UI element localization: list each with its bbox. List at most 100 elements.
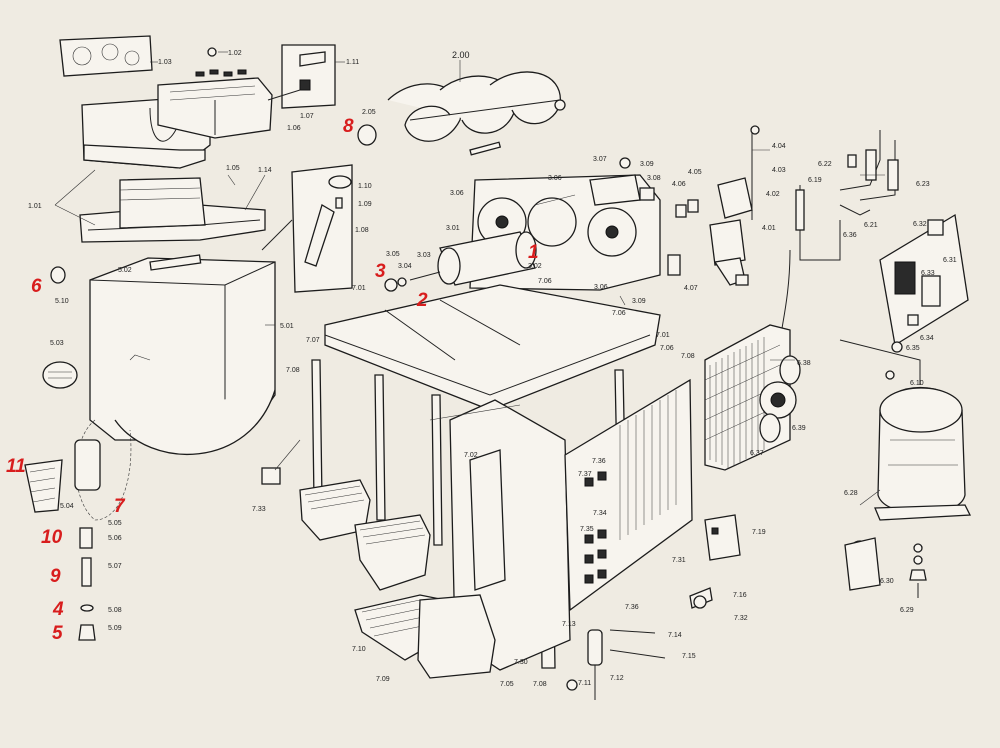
label-4-06: 4.06 (672, 181, 686, 188)
drip-trays (261, 439, 496, 679)
label-5-06: 5.06 (108, 535, 122, 542)
label-4-05: 4.05 (688, 169, 702, 176)
label-3-03: 3.03 (417, 252, 431, 259)
label-1-09: 1.09 (358, 201, 372, 208)
label-5-10: 5.10 (55, 298, 69, 305)
tap-assembly-left (24, 266, 101, 641)
label-7-31: 7.31 (672, 557, 686, 564)
label-7-11: 7.11 (578, 680, 591, 687)
lever-parts-box (261, 164, 353, 293)
callout-2: 2 (416, 290, 428, 311)
label-7-36-a: 7.36 (592, 458, 606, 465)
label-1-10: 1.10 (358, 183, 372, 190)
label-6-33: 6.33 (921, 270, 935, 277)
callout-6: 6 (31, 276, 42, 297)
label-6-39: 6.39 (792, 425, 806, 432)
callout-9: 9 (50, 566, 61, 587)
label-3-06-b: 3.06 (548, 175, 562, 182)
label-7-16: 7.16 (733, 592, 747, 599)
label-1-14: 1.14 (258, 167, 272, 174)
label-7-08-b: 7.08 (681, 353, 695, 360)
label-5-08: 5.08 (108, 607, 122, 614)
label-6-35: 6.35 (906, 345, 920, 352)
callout-3: 3 (375, 261, 386, 282)
condenser (704, 324, 801, 471)
label-2-05: 2.05 (362, 109, 376, 116)
label-6-23: 6.23 (916, 181, 930, 188)
label-3-07: 3.07 (593, 156, 607, 163)
refrigeration-piping (779, 130, 921, 385)
label-7-36-b: 7.36 (625, 604, 639, 611)
label-4-07: 4.07 (684, 285, 698, 292)
callout-4: 4 (52, 599, 64, 620)
label-1-05: 1.05 (226, 165, 240, 172)
label-2-00: 2.00 (452, 50, 470, 60)
label-1-07: 1.07 (300, 113, 314, 120)
label-1-08: 1.08 (355, 227, 369, 234)
label-5-03: 5.03 (50, 340, 64, 347)
label-5-04: 5.04 (60, 503, 74, 510)
label-7-32: 7.32 (734, 615, 748, 622)
label-7-08-a: 7.08 (286, 367, 300, 374)
label-7-01-a: 7.01 (352, 285, 366, 292)
bowl-tank (75, 254, 276, 521)
label-5-07: 5.07 (108, 563, 122, 570)
part-number-labels: 1.03 1.02 1.11 1.07 1.06 1.14 1.05 1.10 … (28, 50, 957, 688)
label-5-02: 5.02 (118, 267, 132, 274)
label-3-06-a: 3.06 (450, 190, 464, 197)
callout-10: 10 (41, 527, 63, 548)
label-7-06-c: 7.06 (660, 345, 674, 352)
label-3-05: 3.05 (386, 251, 400, 258)
switch-panel-parts (566, 514, 741, 700)
lid-assembly (59, 35, 273, 243)
label-6-32: 6.32 (913, 221, 927, 228)
label-7-13: 7.13 (562, 621, 576, 628)
label-1-03: 1.03 (158, 59, 172, 66)
red-callouts: 1 2 3 4 5 6 7 8 9 10 11 (6, 116, 539, 644)
label-3-01: 3.01 (446, 225, 460, 232)
label-3-06-c: 3.06 (594, 284, 608, 291)
cabinet-frame (311, 284, 693, 671)
callout-7: 7 (114, 496, 126, 517)
compressor (844, 370, 972, 598)
label-7-10: 7.10 (352, 646, 366, 653)
label-6-21: 6.21 (864, 222, 878, 229)
label-4-01: 4.01 (762, 225, 776, 232)
label-7-06-a: 7.06 (538, 278, 552, 285)
label-7-34: 7.34 (593, 510, 607, 517)
label-7-33: 7.33 (252, 506, 266, 513)
motor-block (384, 157, 661, 306)
label-1-11: 1.11 (346, 59, 359, 66)
label-7-14: 7.14 (668, 632, 682, 639)
label-6-29: 6.29 (900, 607, 914, 614)
label-3-09-bottom: 3.09 (632, 298, 646, 305)
label-7-12: 7.12 (610, 675, 624, 682)
label-6-22: 6.22 (818, 161, 832, 168)
label-6-37: 6.37 (750, 450, 764, 457)
leader-lines (54, 51, 885, 506)
label-3-02: 3.02 (528, 263, 542, 270)
label-4-02: 4.02 (766, 191, 780, 198)
label-1-02: 1.02 (228, 50, 242, 57)
label-7-06-b: 7.06 (612, 310, 626, 317)
label-7-07: 7.07 (306, 337, 320, 344)
label-5-09: 5.09 (108, 625, 122, 632)
label-6-34: 6.34 (920, 335, 934, 342)
label-6-31: 6.31 (943, 257, 957, 264)
label-7-09: 7.09 (376, 676, 390, 683)
label-3-09-top: 3.09 (640, 161, 654, 168)
label-7-05: 7.05 (500, 681, 514, 688)
label-7-15: 7.15 (682, 653, 696, 660)
label-1-06: 1.06 (287, 125, 301, 132)
callout-11: 11 (6, 456, 26, 477)
callout-8: 8 (343, 116, 354, 137)
callout-1: 1 (528, 242, 539, 263)
label-3-04: 3.04 (398, 263, 412, 270)
label-5-01: 5.01 (280, 323, 294, 330)
label-7-35: 7.35 (580, 526, 594, 533)
label-6-28: 6.28 (844, 490, 858, 497)
label-6-10: 6.10 (910, 380, 924, 387)
label-6-19: 6.19 (808, 177, 822, 184)
